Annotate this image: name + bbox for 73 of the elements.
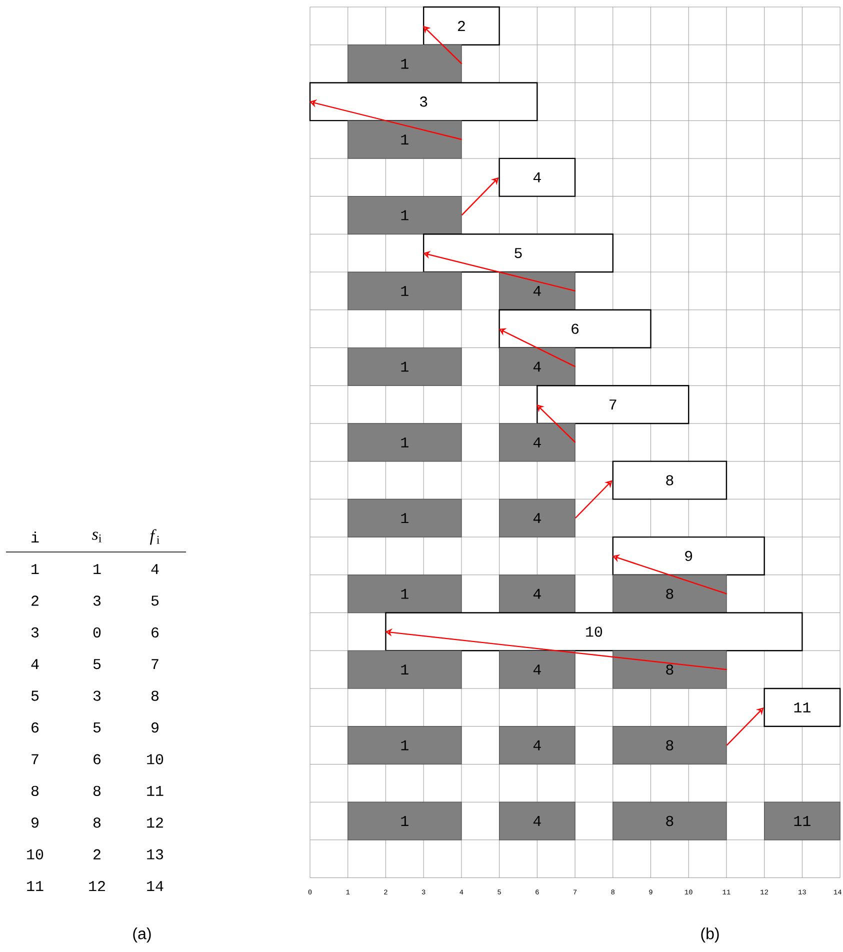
table-cell: 9 [152,722,158,733]
table-cell: 9 [32,818,38,828]
table-cell: 11 [27,881,44,891]
selected-interval-bar: 1 [348,574,462,614]
table-cell: 13 [147,849,164,860]
table-cell: 3 [93,596,101,606]
selected-interval-bar: 1 [348,423,462,462]
selected-interval-bar: 8 [612,802,727,840]
table-cell: 7 [152,659,158,670]
table-cell: 10 [147,754,164,764]
table-cell: 2 [94,849,100,860]
table-cell: 5 [151,596,159,606]
candidate-interval-box: 4 [498,158,576,197]
table-cell: 1 [32,564,39,574]
selected-interval-bar: 8 [612,574,727,614]
candidate-interval-box: 9 [612,536,765,576]
selected-interval-bar: 4 [499,347,576,386]
selected-interval-bar: 1 [348,650,462,689]
table-cell: 8 [151,690,159,701]
table-cell: 5 [31,690,39,701]
selected-interval-bar: 8 [612,726,727,764]
table-cell: 10 [27,849,44,860]
table-cell: 3 [31,627,39,638]
table-cell: 12 [147,818,163,828]
table-cell: 8 [93,786,101,796]
selected-interval-bar: 8 [612,650,727,689]
table-cell: 6 [94,754,101,764]
table-cell: 4 [151,564,159,574]
selected-interval-bar: 1 [348,272,462,310]
selected-interval-bar: 4 [499,650,576,689]
candidate-interval-box: 5 [422,234,614,273]
candidate-interval-box: 7 [536,385,690,424]
table-cell: 7 [32,754,38,764]
table-header: s$_{i}$ [92,532,102,542]
candidate-interval-box: 3 [309,82,538,122]
selected-interval-bar: 4 [499,423,576,462]
table-cell: 0 [93,627,101,638]
table-cell: 3 [93,690,101,701]
selected-interval-bar: 1 [348,196,462,234]
table-cell: 5 [93,722,101,733]
selected-interval-bar: 1 [348,726,462,764]
table-cell: 8 [93,818,101,828]
panel-caption: (a) [133,928,151,942]
table-header: i [32,532,39,542]
selected-interval-bar: 4 [499,498,576,538]
table-cell: 14 [147,881,164,891]
candidate-interval-box: 10 [385,612,803,652]
panel-caption: (b) [701,928,719,942]
selected-interval-bar: 1 [348,498,462,538]
selected-interval-bar: 4 [499,726,576,764]
selected-interval-bar: 4 [499,802,576,840]
table-cell: 1 [94,564,101,574]
table-cell: 6 [152,627,159,638]
table-cell: 4 [31,659,39,670]
table-cell: 6 [32,722,39,733]
selected-interval-bar: 1 [348,44,462,84]
candidate-interval-box: 6 [498,309,652,348]
arrow [536,404,576,443]
table-cell: 8 [31,786,39,796]
selected-interval-bar: 1 [348,802,462,840]
table-header: f$_{i}$ [150,529,160,545]
table-cell: 5 [93,659,101,670]
candidate-interval-box: 2 [422,6,500,46]
table-cell: 2 [32,596,38,606]
table-cell: 11 [147,786,164,796]
selected-interval-bar: 4 [499,272,576,310]
selected-interval-bar: 11 [764,802,840,840]
selected-interval-bar: 1 [348,120,462,159]
candidate-interval-box: 11 [764,688,841,727]
selected-interval-bar: 4 [499,574,576,614]
selected-interval-bar: 1 [348,347,462,386]
candidate-interval-box: 8 [612,460,728,500]
table-cell: 12 [89,881,105,892]
